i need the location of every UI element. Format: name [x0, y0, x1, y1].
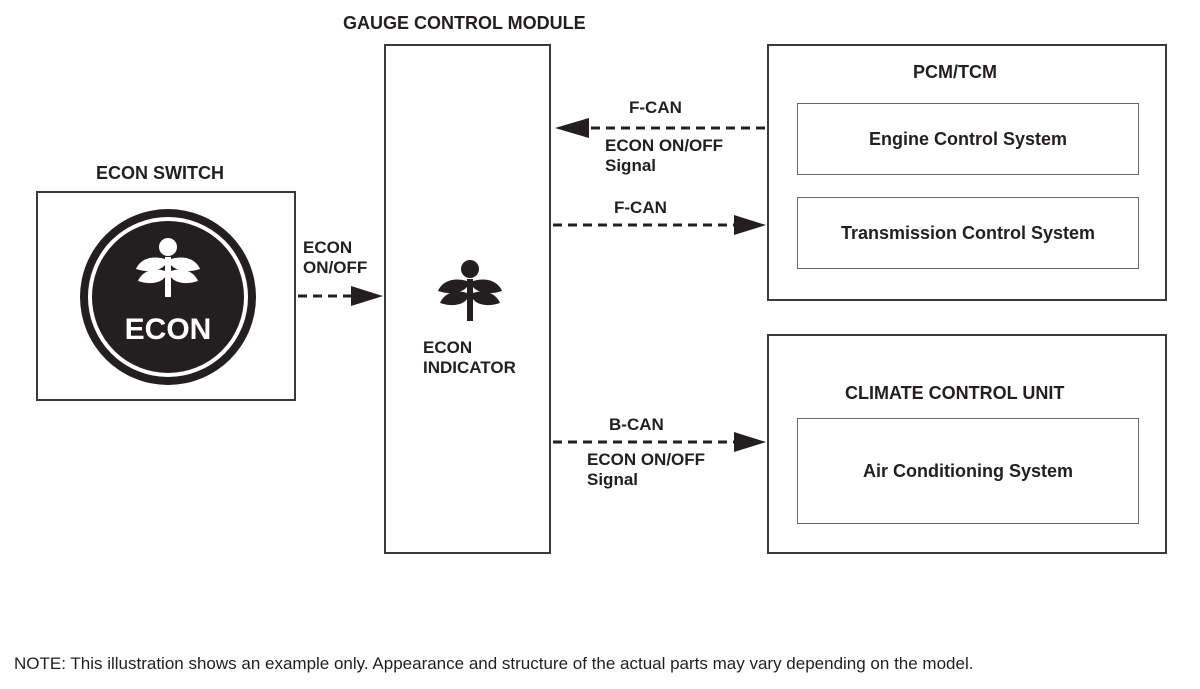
pcm-to-gauge-bus-label: F-CAN [629, 98, 682, 117]
climate-control-box: CLIMATE CONTROL UNIT Air Conditioning Sy… [767, 334, 1167, 554]
switch-signal-label-2: ON/OFF [303, 258, 368, 277]
gauge-module-box: ECON INDICATOR [384, 44, 551, 554]
econ-leaf-icon [136, 238, 200, 297]
econ-switch-title: ECON SWITCH [96, 163, 224, 183]
gauge-to-climate-bus-label: B-CAN [609, 415, 664, 434]
arrowhead-pcm-to-gauge [555, 118, 589, 138]
transmission-control-system-box: Transmission Control System [797, 197, 1139, 269]
gauge-to-tcm-bus-label: F-CAN [614, 198, 667, 217]
econ-switch-box: ECON [36, 191, 296, 401]
arrowhead-gauge-to-climate [734, 432, 766, 452]
econ-indicator-icon [438, 260, 502, 321]
pcm-to-gauge-signal-label-1: ECON ON/OFF [605, 136, 724, 155]
econ-indicator-label-1: ECON [423, 338, 473, 357]
arrowhead-gauge-to-tcm [734, 215, 766, 235]
air-conditioning-system-label: Air Conditioning System [862, 460, 1073, 481]
gauge-to-climate-signal-label-1: ECON ON/OFF [587, 450, 706, 469]
econ-button-label: ECON [125, 313, 212, 346]
pcm-tcm-title: PCM/TCM [913, 62, 997, 82]
econ-button-graphic: ECON [80, 209, 256, 385]
air-conditioning-system-box: Air Conditioning System [797, 418, 1139, 524]
pcm-to-gauge-signal-label-2: Signal [605, 156, 657, 175]
engine-control-system-box: Engine Control System [797, 103, 1139, 175]
engine-control-system-label: Engine Control System [868, 128, 1068, 149]
switch-signal-label-1: ECON [303, 238, 353, 257]
gauge-module-title: GAUGE CONTROL MODULE [343, 13, 586, 33]
climate-control-title: CLIMATE CONTROL UNIT [845, 383, 1065, 403]
note-text: NOTE: This illustration shows an example… [14, 654, 974, 673]
econ-indicator-label-2: INDICATOR [423, 358, 516, 377]
arrowhead-switch-to-gauge [351, 286, 383, 306]
gauge-to-climate-signal-label-2: Signal [587, 470, 639, 489]
pcm-tcm-box: PCM/TCM Engine Control System Transmissi… [767, 44, 1167, 301]
transmission-control-system-label: Transmission Control System [840, 222, 1096, 243]
